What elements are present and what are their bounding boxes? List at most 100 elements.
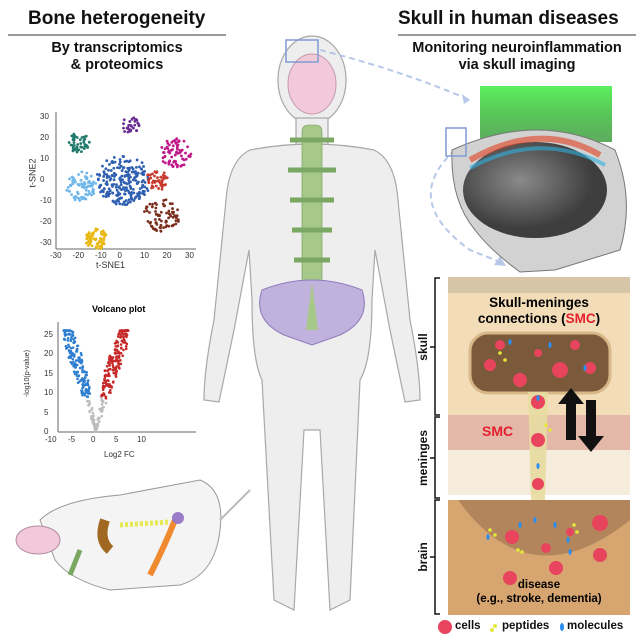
volcano-point: [95, 424, 99, 427]
tsne-point: [163, 147, 167, 151]
volcano-point: [123, 329, 126, 332]
peptide: [493, 533, 497, 537]
volcano-point: [75, 348, 79, 351]
tsne-point: [84, 134, 88, 138]
tsne-point: [143, 193, 146, 197]
cell: [549, 561, 563, 575]
cell: [541, 543, 551, 553]
tsne-point: [66, 186, 70, 189]
cell: [584, 362, 596, 374]
smc-panel-title: Skull-meninges connections (SMC): [448, 295, 630, 327]
tsne-point: [90, 193, 93, 197]
tsne-point: [80, 150, 83, 154]
tsne-ytick: 20: [40, 133, 49, 142]
volcano-point: [98, 407, 101, 411]
tsne-point: [170, 202, 174, 206]
tsne-point: [96, 241, 100, 245]
tsne-point: [145, 209, 149, 213]
tsne-point: [72, 141, 76, 144]
peptide: [575, 530, 579, 534]
tsne-point: [160, 219, 163, 223]
volcano-point: [116, 341, 120, 344]
volcano-point: [81, 393, 84, 397]
tsne-point: [118, 192, 122, 196]
tsne-point: [119, 183, 123, 187]
skull-signal-overlay: [469, 146, 606, 170]
volcano-ytick: 15: [44, 368, 53, 378]
molecule: [566, 537, 570, 543]
tsne-point: [111, 161, 115, 165]
tsne-point: [92, 189, 95, 192]
tsne-ytick: 30: [40, 112, 49, 121]
panel-title-line: Skull-meninges: [489, 295, 589, 310]
volcano-point: [68, 345, 71, 349]
tsne-point: [75, 145, 79, 149]
volcano-point: [87, 392, 90, 395]
tsne-point: [95, 172, 99, 176]
volcano-point: [88, 386, 91, 389]
tsne-point: [120, 196, 124, 200]
volcano-point: [93, 425, 96, 429]
arrowhead: [462, 94, 470, 104]
tsne-xtick: 20: [162, 251, 172, 260]
tsne-point: [88, 192, 92, 195]
volcano-point: [83, 393, 87, 397]
tsne-point: [159, 226, 162, 230]
cell: [531, 433, 545, 447]
tsne-point: [85, 241, 88, 245]
molecule-legend-icon: [560, 623, 564, 631]
tsne-point: [118, 163, 121, 166]
volcano-point: [124, 334, 128, 338]
right-header-rule: [398, 34, 636, 36]
tsne-point: [159, 175, 163, 179]
tsne-point: [175, 151, 178, 155]
skull-surface: [448, 277, 630, 293]
tsne-point: [72, 195, 76, 199]
tsne-point: [129, 175, 132, 179]
brain-layer-label: brain: [416, 542, 430, 572]
volcano-point: [104, 395, 108, 399]
volcano-title: Volcano plot: [92, 304, 146, 314]
tsne-point: [172, 139, 175, 143]
volcano-point: [69, 356, 73, 359]
tsne-point: [130, 191, 134, 194]
tsne-point: [176, 163, 180, 167]
tsne-point: [150, 205, 154, 209]
up-arrow-icon: [558, 388, 584, 440]
tsne-point: [135, 158, 139, 162]
tsne-point: [99, 237, 103, 240]
tsne-point: [119, 164, 123, 168]
molecule: [536, 395, 540, 401]
volcano-ytick: 0: [44, 427, 49, 436]
volcano-point: [71, 346, 75, 349]
tsne-point: [123, 192, 126, 196]
smc-highlight: SMC: [565, 311, 596, 326]
tsne-point: [167, 209, 171, 213]
tsne-point: [161, 202, 165, 206]
tsne-point: [111, 191, 114, 195]
tsne-point: [169, 214, 173, 218]
molecule: [568, 549, 572, 555]
volcano-point: [106, 378, 110, 382]
cell: [534, 349, 542, 357]
tsne-point: [120, 169, 124, 173]
tsne-point: [167, 161, 171, 165]
tsne-point: [116, 194, 120, 197]
volcano-point: [111, 381, 115, 384]
tsne-point: [83, 137, 87, 141]
right-header-subtitle: Monitoring neuroinflammation via skull i…: [398, 40, 636, 74]
tsne-point: [160, 146, 164, 149]
tsne-point: [168, 151, 172, 155]
panel-title-line: connections (SMC): [448, 311, 630, 327]
cell: [532, 478, 544, 490]
volcano-ytick: 10: [44, 388, 53, 397]
tsne-point: [184, 157, 188, 161]
tsne-point: [149, 176, 153, 180]
tsne-point: [98, 186, 101, 189]
tsne-point: [71, 179, 75, 182]
tsne-point: [171, 215, 175, 219]
volcano-point: [66, 339, 70, 342]
